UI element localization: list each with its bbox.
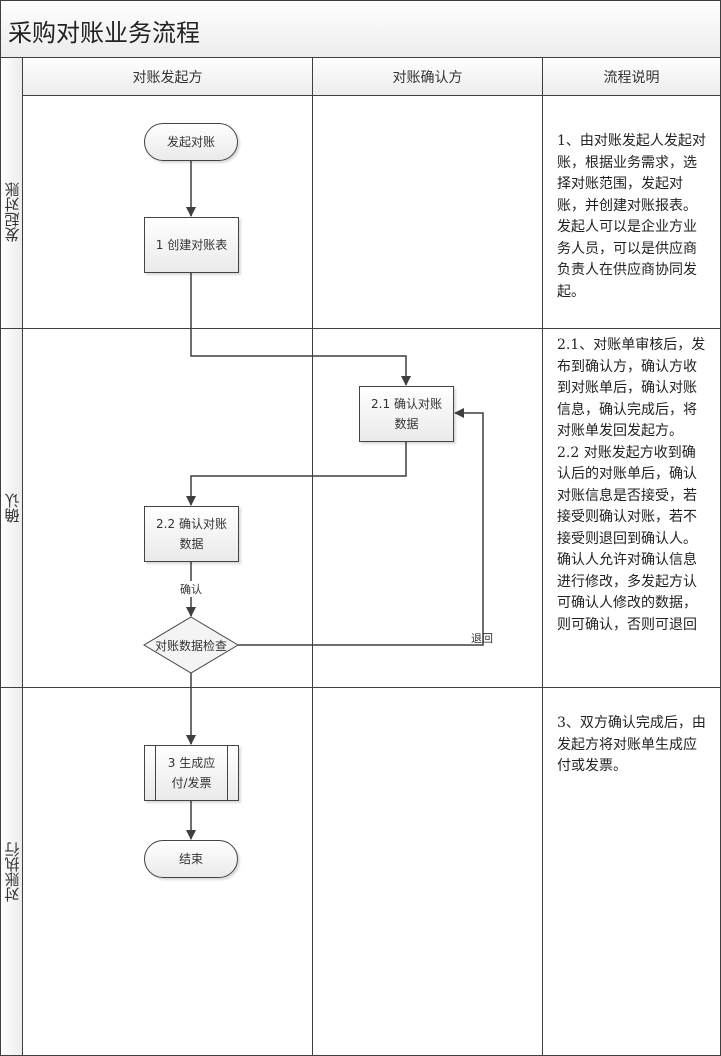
lane-description-execute: 3、双方确认完成后，由发起方将对账单生成应付或发票。 <box>557 713 707 778</box>
description-paragraph: 确认人允许对确认信息进行修改，多发起方认可确认人修改的数据，则可确认，否则可退回 <box>557 552 697 633</box>
description-paragraph: 3、双方确认完成后，由发起方将对账单生成应付或发票。 <box>557 715 706 774</box>
end-node-label: 结束 <box>178 852 203 866</box>
edge-check-return <box>238 408 484 646</box>
diagram-title: 采购对账业务流程 <box>8 19 200 47</box>
description-paragraph: 2.2 对账发起方收到确认后的对账单后，确认对账信息是否接受，若接受则确认对账，… <box>557 444 697 547</box>
lane-label-column <box>1 58 23 1055</box>
subprocess-bar <box>155 745 156 801</box>
confirm-data-21-node[interactable]: 2.1 确认对账数据 <box>359 386 454 442</box>
column-divider <box>312 58 313 1055</box>
end-node[interactable]: 结束 <box>144 840 238 878</box>
lane-divider <box>1 687 720 688</box>
edge-create-to-confirm21 <box>190 273 411 386</box>
subprocess-bar <box>227 745 228 801</box>
create-statement-label: 1 创建对账表 <box>155 238 228 252</box>
start-node[interactable]: 发起对账 <box>144 123 238 161</box>
column-header-initiator: 对账发起方 <box>23 58 312 96</box>
edge-label-return: 退回 <box>471 632 493 645</box>
check-decision-node[interactable]: 对账数据检查 <box>150 626 232 666</box>
check-decision-label: 对账数据检查 <box>154 639 227 653</box>
edge-label-confirm: 确认 <box>180 581 202 597</box>
lane-description-confirm: 2.1、对账单审核后，发布到确认方，确认方收到对账单后，确认对账信息，确认完成后… <box>557 335 707 636</box>
title-band <box>1 1 720 58</box>
start-node-label: 发起对账 <box>166 135 215 149</box>
column-header-confirmer: 对账确认方 <box>313 58 542 96</box>
lane-divider <box>1 328 720 329</box>
create-statement-node[interactable]: 1 创建对账表 <box>144 217 239 273</box>
description-paragraph: 2.1、对账单审核后，发布到确认方，确认方收到对账单后，确认对账信息，确认完成后… <box>557 337 706 439</box>
lane-description-initiate: 1、由对账发起人发起对账，根据业务需求，选择对账范围，发起对账，并创建对账报表。… <box>557 131 707 303</box>
decision-diamond <box>143 616 239 674</box>
generate-payable-label: 3 生成应付/发票 <box>167 756 216 790</box>
confirm-data-21-label: 2.1 确认对账数据 <box>371 397 442 431</box>
edge-confirm21-to-confirm22 <box>186 442 407 506</box>
description-paragraph: 1、由对账发起人发起对账，根据业务需求，选择对账范围，发起对账，并创建对账报表。… <box>557 133 706 300</box>
confirm-data-22-label: 2.2 确认对账数据 <box>156 517 227 551</box>
column-header-description: 流程说明 <box>543 58 720 96</box>
column-divider <box>542 58 543 1055</box>
confirm-data-22-node[interactable]: 2.2 确认对账数据 <box>144 506 239 562</box>
generate-payable-node[interactable]: 3 生成应付/发票 <box>144 745 239 801</box>
